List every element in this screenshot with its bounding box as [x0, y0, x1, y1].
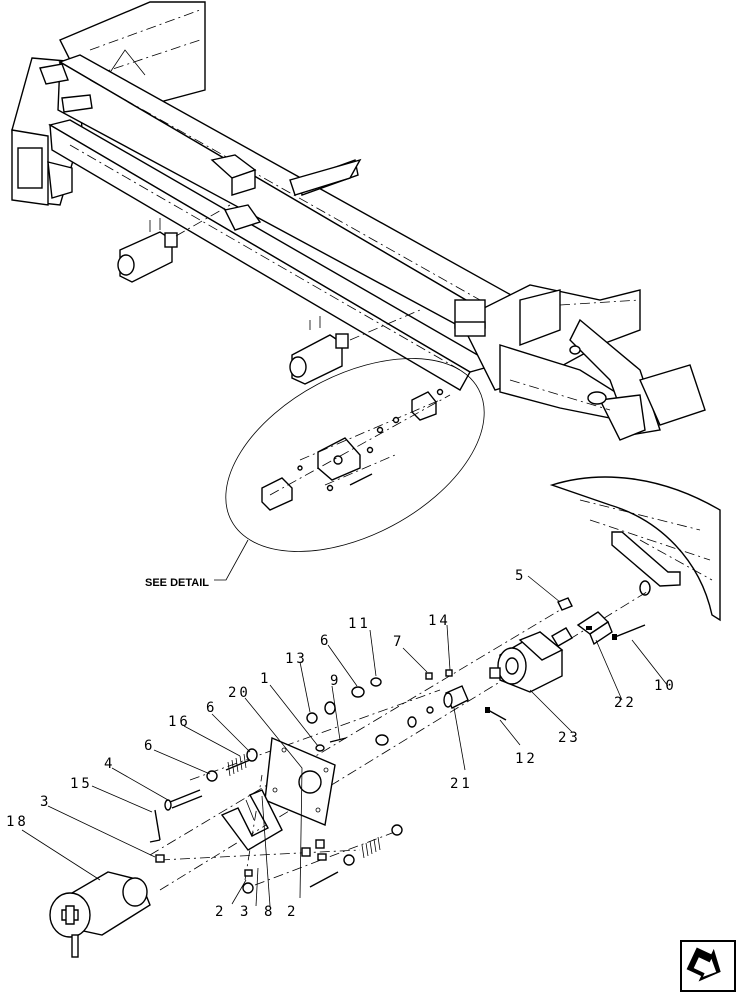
callout-numbers: 5 11 14 6 7 13 9 1 20 6 16 6 4 15 3 18 2…	[6, 568, 677, 920]
callout-8: 8	[264, 904, 275, 920]
arrow-graphic	[686, 947, 721, 982]
callout-6-lower: 6	[144, 738, 155, 754]
callout-22: 22	[614, 695, 637, 711]
small-nuts	[407, 669, 453, 728]
see-detail-label: SEE DETAIL	[145, 577, 209, 589]
upper-cylinder-assembly	[117, 204, 231, 283]
callout-10: 10	[654, 678, 677, 694]
part-22-coupler	[576, 611, 613, 646]
callout-21: 21	[450, 776, 473, 792]
callout-16: 16	[168, 714, 191, 730]
callout-13: 13	[285, 651, 308, 667]
part-10-bolt	[612, 624, 646, 640]
callout-20: 20	[228, 685, 251, 701]
lower-hardware	[242, 824, 403, 894]
callout-5: 5	[515, 568, 526, 584]
callout-11: 11	[348, 616, 371, 632]
arrow-next-icon[interactable]	[680, 940, 736, 992]
part-1-mounting-plate	[264, 736, 336, 826]
callout-1: 1	[260, 671, 271, 687]
lower-cylinder-assembly	[289, 309, 421, 385]
callout-18: 18	[6, 814, 29, 830]
part-15-pin	[149, 809, 161, 843]
callout-9: 9	[330, 673, 341, 689]
callout-2-left: 2	[215, 904, 226, 920]
callout-3-lower: 3	[240, 904, 251, 920]
upper-hardware	[306, 677, 389, 752]
fender-section	[549, 476, 721, 622]
part-18-actuator	[49, 871, 151, 958]
callout-4: 4	[104, 756, 115, 772]
callout-12: 12	[515, 751, 538, 767]
callout-7: 7	[393, 634, 404, 650]
callout-6-mid: 6	[206, 700, 217, 716]
part-4-bolt	[164, 789, 203, 811]
part-5-nut	[557, 597, 573, 611]
part-23-pump	[489, 627, 573, 693]
detail-callout-ellipse	[214, 358, 485, 581]
leader-lines	[21, 575, 669, 907]
callout-23: 23	[558, 730, 581, 746]
hitch-frame	[11, 1, 706, 441]
callout-14: 14	[428, 613, 451, 629]
part-12-bolt	[485, 707, 507, 721]
part-20-bracket	[220, 789, 283, 851]
callout-3-upper: 3	[40, 794, 51, 810]
callout-15: 15	[70, 776, 93, 792]
part-21-spacer	[443, 685, 469, 709]
part-3-nut	[155, 854, 253, 877]
callout-2-right: 2	[287, 904, 298, 920]
callout-6-upper: 6	[320, 633, 331, 649]
